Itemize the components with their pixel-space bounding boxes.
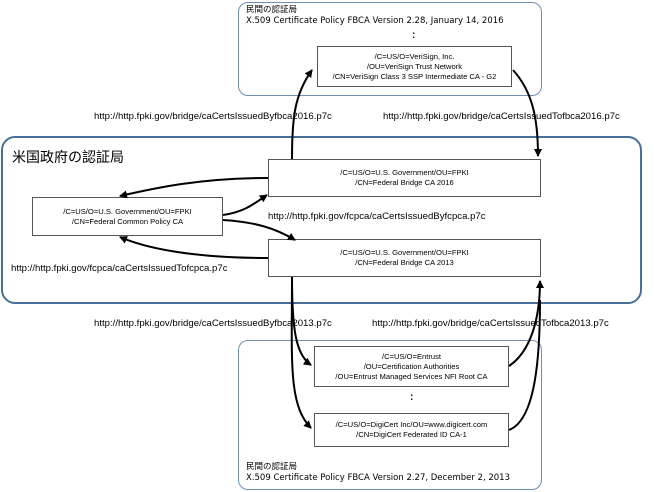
cert-line: /C=US/O=U.S. Government/OU=FPKI <box>63 206 192 216</box>
cert-line: /C=US/O=VeriSign, Inc. <box>374 51 455 61</box>
entrust-cert-node[interactable]: /C=US/O=Entrust /OU=Certification Author… <box>314 346 509 387</box>
arrow-commonpolicy-to-fbca2016 <box>222 194 268 216</box>
top-group-label-ja: 民間の認証局 <box>246 5 298 15</box>
bottom-group-label: 民間の認証局 X.509 Certificate Policy FBCA Ver… <box>246 462 510 484</box>
url-issued-to-fcpca[interactable]: http://http.fpki.gov/fcpca/caCertsIssued… <box>11 263 228 274</box>
url-issued-by-fbca2013[interactable]: http://http.fpki.gov/bridge/caCertsIssue… <box>94 318 332 329</box>
cert-line: /C=US/O=DigiCert Inc/OU=www.digicert.com <box>335 420 488 429</box>
bottom-ellipsis: : <box>410 392 414 403</box>
url-issued-by-fbca2016[interactable]: http://http.fpki.gov/bridge/caCertsIssue… <box>94 111 332 122</box>
arrow-entrust-to-fbca2013 <box>508 280 544 367</box>
top-group-label: 民間の認証局 X.509 Certificate Policy FBCA Ver… <box>246 5 504 27</box>
verisign-cert-node[interactable]: /C=US/O=VeriSign, Inc. /OU=VeriSign Trus… <box>317 46 512 87</box>
federal-bridge-ca-2013-node[interactable]: /C=US/O=U.S. Government/OU=FPKI /CN=Fede… <box>268 239 541 277</box>
cert-line: /CN=VeriSign Class 3 SSP Intermediate CA… <box>332 71 497 81</box>
url-issued-to-fbca2013[interactable]: http://http.fpki.gov/bridge/caCertsIssue… <box>372 318 609 329</box>
cert-line: /CN=Federal Bridge CA 2016 <box>355 178 454 187</box>
top-group-policy: X.509 Certificate Policy FBCA Version 2.… <box>246 16 504 26</box>
arrow-fbca2013-to-commonpolicy <box>119 236 269 259</box>
arrow-fbca2016-to-verisign <box>291 69 313 160</box>
cert-line: /CN=Federal Bridge CA 2013 <box>355 258 454 267</box>
url-issued-by-fcpca[interactable]: http://http.fpki.gov/fcpca/caCertsIssued… <box>268 211 486 222</box>
cert-line: /CN=DigiCert Federated ID CA-1 <box>356 430 467 439</box>
arrow-fbca2013-to-digicert <box>290 276 312 429</box>
gov-group-title: 米国政府の認証局 <box>12 150 124 166</box>
federal-bridge-ca-2016-node[interactable]: /C=US/O=U.S. Government/OU=FPKI /CN=Fede… <box>268 159 541 197</box>
url-issued-to-fbca2016[interactable]: http://http.fpki.gov/bridge/caCertsIssue… <box>383 111 620 122</box>
cert-line: /OU=Certification Authorities <box>363 361 460 371</box>
arrow-fbca2016-to-commonpolicy <box>119 177 269 199</box>
cert-line: /CN=Federal Common Policy CA <box>71 216 184 226</box>
bottom-group-policy: X.509 Certificate Policy FBCA Version 2.… <box>246 473 510 483</box>
cert-line: /C=US/O=U.S. Government/OU=FPKI <box>340 168 469 177</box>
arrow-fbca2013-to-entrust <box>291 276 312 366</box>
bottom-group-label-ja: 民間の認証局 <box>246 462 298 472</box>
arrow-commonpolicy-to-fbca2013 <box>222 219 296 241</box>
cert-line: /OU=Entrust Managed Services NFI Root CA <box>335 371 488 381</box>
digicert-cert-node[interactable]: /C=US/O=DigiCert Inc/OU=www.digicert.com… <box>314 413 509 447</box>
cert-line: /C=US/O=Entrust <box>381 351 442 361</box>
federal-common-policy-ca-node[interactable]: /C=US/O=U.S. Government/OU=FPKI /CN=Fede… <box>32 197 223 236</box>
arrow-digicert-to-fbca2013 <box>508 299 541 431</box>
cert-line: /OU=VeriSign Trust Network <box>366 61 463 71</box>
arrow-verisign-to-fbca2016 <box>512 69 542 157</box>
top-ellipsis: : <box>412 30 416 41</box>
cert-line: /C=US/O=U.S. Government/OU=FPKI <box>340 248 469 257</box>
